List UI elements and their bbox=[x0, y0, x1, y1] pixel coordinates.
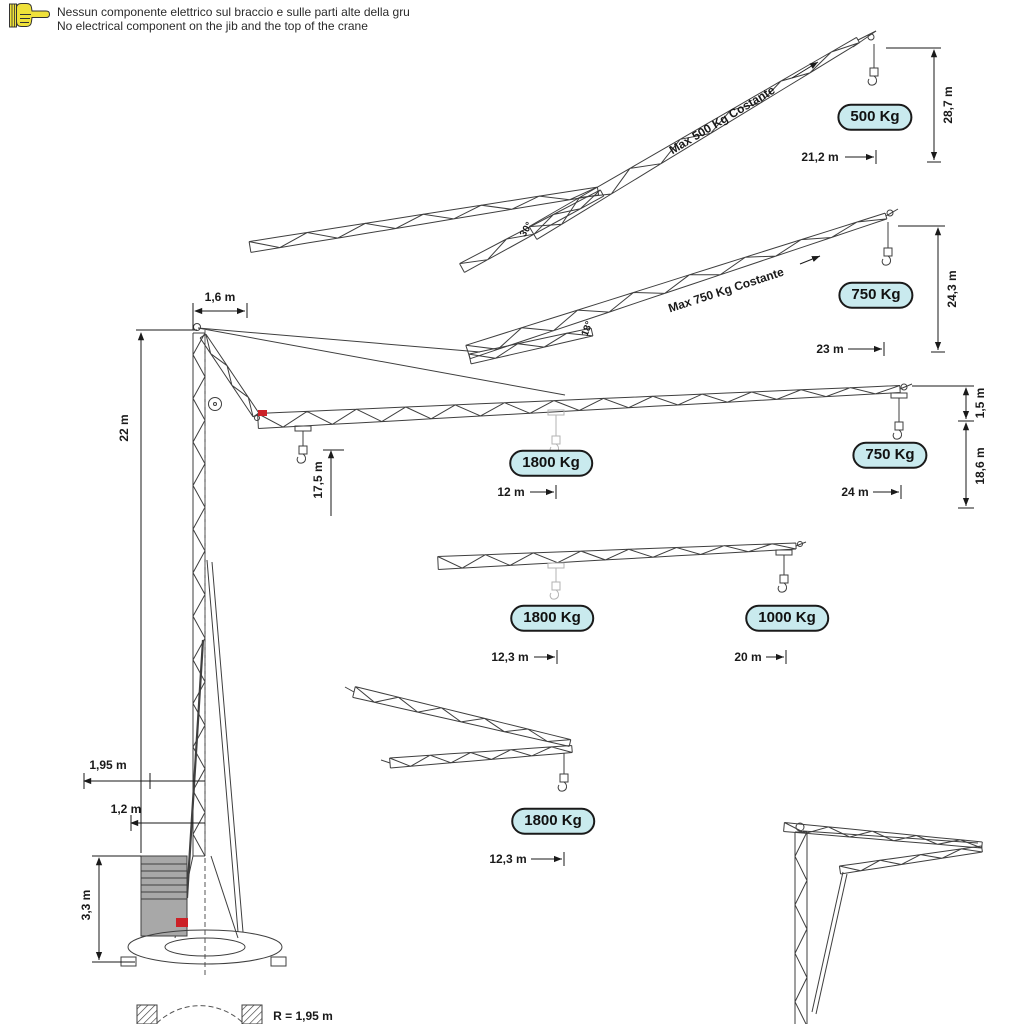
dim-tip-drop-1-5: 1,5 m bbox=[973, 387, 987, 419]
dim-radius-12: 12 m bbox=[497, 485, 525, 499]
dim-outrigger-half-width: 1,95 m bbox=[89, 758, 127, 772]
load-badge-1800kg-folded: 1800 Kg bbox=[511, 807, 595, 835]
dim-radius-12-3-folded: 12,3 m bbox=[489, 852, 527, 866]
dim-radius-23: 23 m bbox=[816, 342, 844, 356]
dim-base-half-width: 1,2 m bbox=[110, 802, 142, 816]
load-badge-1800kg-full: 1800 Kg bbox=[509, 449, 593, 477]
dim-hook-height-24-3: 24,3 m bbox=[945, 270, 959, 308]
dim-radius-12-3-mid: 12,3 m bbox=[491, 650, 529, 664]
load-badge-500kg: 500 Kg bbox=[837, 103, 913, 131]
dim-radius-24: 24 m bbox=[841, 485, 869, 499]
folded-crane-bottom-right bbox=[783, 822, 983, 1024]
dim-tail-radius: R = 1,95 m bbox=[273, 1009, 333, 1023]
load-badge-1000kg: 1000 Kg bbox=[745, 604, 829, 632]
dim-hook-height-28-7: 28,7 m bbox=[941, 86, 955, 124]
note-italian: Nessun componente elettrico sul braccio … bbox=[57, 5, 410, 19]
dim-top-width: 1,6 m bbox=[204, 290, 236, 304]
jib-config-18deg bbox=[465, 208, 945, 365]
jib-config-folded bbox=[344, 686, 573, 866]
load-badge-750kg-raised: 750 Kg bbox=[838, 281, 914, 309]
load-badge-1800kg-mid: 1800 Kg bbox=[510, 604, 594, 632]
main-crane-drawing bbox=[120, 323, 566, 975]
pointing-hand-icon bbox=[8, 1, 52, 36]
note-english: No electrical component on the jib and t… bbox=[57, 19, 368, 33]
dim-hook-height-18-6: 18,6 m bbox=[973, 447, 987, 485]
load-badge-750kg-tip: 750 Kg bbox=[852, 441, 928, 469]
slew-radius-detail bbox=[136, 1004, 263, 1024]
dim-tower-height: 22 m bbox=[117, 414, 131, 442]
jib-config-30deg bbox=[248, 30, 941, 273]
dim-radius-21-2: 21,2 m bbox=[801, 150, 839, 164]
dim-radius-20: 20 m bbox=[734, 650, 762, 664]
dim-hook-height-min-radius: 17,5 m bbox=[311, 461, 325, 499]
main-crane-dimensions bbox=[83, 303, 344, 963]
jib-config-horizontal-full bbox=[254, 383, 974, 509]
jib-config-mid bbox=[437, 541, 807, 664]
dim-base-height: 3,3 m bbox=[79, 889, 93, 921]
